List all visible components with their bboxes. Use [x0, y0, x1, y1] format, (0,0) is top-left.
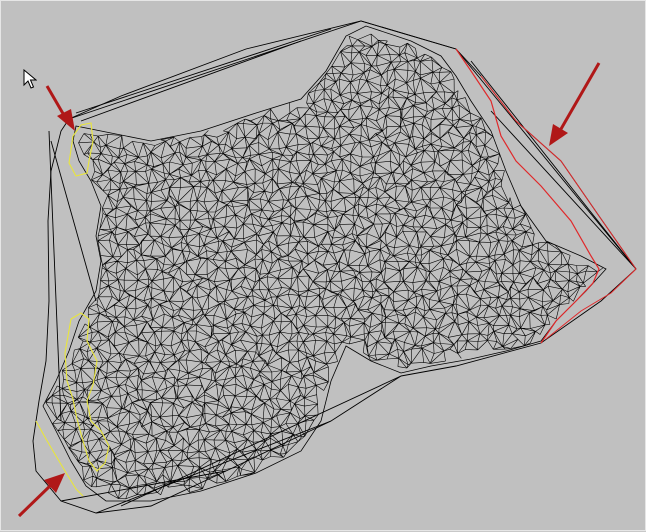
hull-fan-11: [95, 420, 332, 514]
mesh-outline: [42, 25, 607, 502]
hull-fan-5: [455, 48, 637, 270]
mesh-triangulation: [42, 25, 607, 502]
boundary-highlight-yellow-top: [68, 122, 94, 177]
annotation-arrows: [17, 62, 601, 518]
arrow-top-left-icon: [45, 85, 75, 131]
hull-fan-4: [360, 20, 457, 50]
hull-fan-3: [80, 40, 302, 122]
mesh-edges: [45, 33, 604, 500]
boundary-highlight-yellow-mid: [64, 312, 110, 472]
boundary-highlight-red-2: [480, 75, 637, 340]
hull-fan-2: [75, 28, 332, 114]
arrow-right-icon: [549, 62, 601, 146]
hull-fan-10: [60, 470, 227, 502]
hull-fan-9: [50, 140, 97, 302]
hull-edge-bottom: [32, 118, 402, 514]
mouse-pointer-icon: [23, 69, 37, 89]
hull-fan-1: [68, 20, 362, 120]
hull-fan-7: [490, 110, 637, 270]
hull-fan-12: [120, 375, 402, 507]
boundary-highlight-yellow-bottom: [35, 420, 84, 497]
arrow-bottom-left-icon: [17, 473, 65, 518]
hull-fan-6: [470, 60, 637, 270]
hull-fan-8: [48, 130, 62, 422]
boundary-highlight-red: [455, 48, 600, 344]
